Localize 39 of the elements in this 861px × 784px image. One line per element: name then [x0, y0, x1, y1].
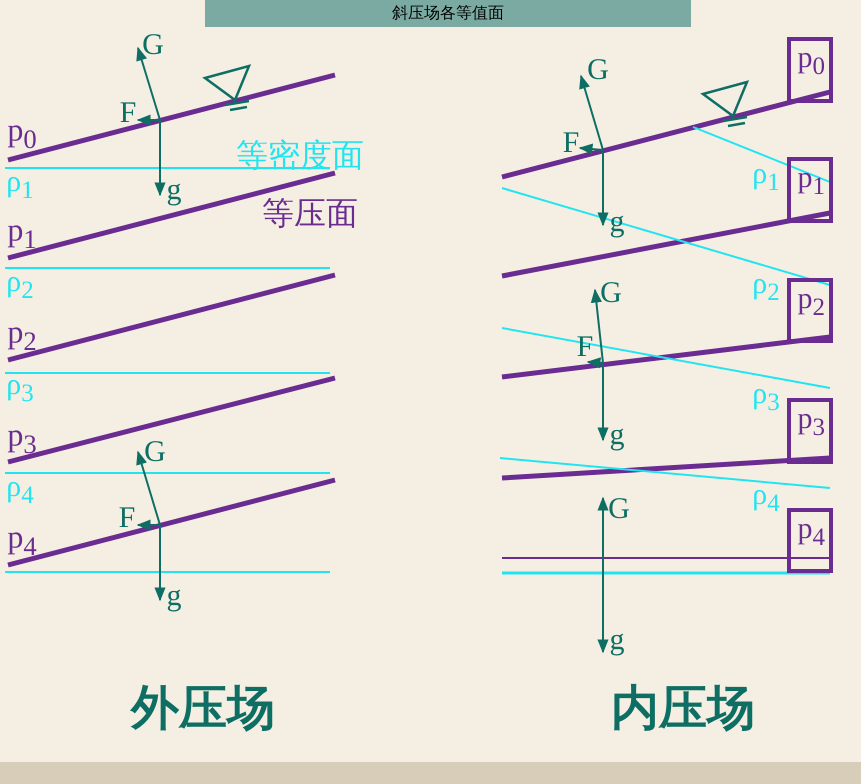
density-label: ρ$_{2}$ [6, 267, 34, 303]
label-box [787, 508, 833, 573]
pressure-label: p$_{4}$ [7, 520, 37, 560]
label-box [787, 398, 833, 464]
force-label: F [118, 503, 136, 533]
force-label: G [608, 494, 630, 524]
density-label: ρ$_{3}$ [6, 370, 34, 406]
label-box [787, 278, 833, 343]
force-label: G [587, 55, 609, 85]
pressure-label: p$_{3}$ [7, 418, 37, 458]
density-label: ρ$_{1}$ [6, 167, 34, 203]
density-label: ρ$_{4}$ [6, 472, 34, 508]
density-label: ρ$_{2}$ [752, 269, 780, 305]
field-title: 内压场 [611, 684, 755, 732]
pressure-label: p$_{3}$ [798, 404, 825, 440]
pressure-label: p$_{2}$ [798, 284, 825, 320]
force-label: g [610, 625, 624, 655]
pressure-label: p$_{2}$ [7, 315, 37, 355]
force-label: F [120, 98, 136, 128]
pressure-label: p$_{4}$ [798, 514, 825, 550]
force-label: g [610, 420, 624, 450]
pressure-label: p$_{1}$ [798, 163, 825, 199]
field-title: 外压场 [131, 684, 275, 732]
label-box [787, 37, 833, 103]
pressure-label: p$_{1}$ [7, 213, 37, 253]
pressure-label: p$_{0}$ [798, 43, 825, 79]
density-label: ρ$_{4}$ [752, 480, 780, 516]
title-banner: 斜压场各等值面 [205, 0, 691, 27]
force-label: g [166, 175, 182, 205]
density-label: ρ$_{1}$ [752, 159, 780, 195]
force-label: G [144, 437, 166, 467]
force-label: F [562, 128, 580, 158]
pressure-label: p$_{0}$ [7, 113, 37, 153]
pressure-surface-label: 等压面 [262, 197, 358, 229]
density-label: ρ$_{3}$ [752, 379, 780, 415]
force-label: G [600, 278, 622, 308]
force-label: g [166, 581, 182, 611]
force-label: G [142, 30, 164, 60]
label-box [787, 157, 833, 223]
